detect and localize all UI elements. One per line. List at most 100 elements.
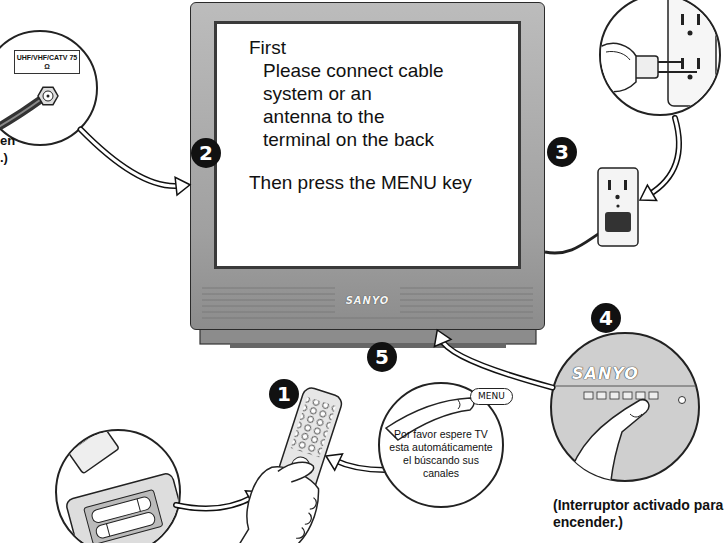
wall-outlet — [624, 180, 627, 190]
tv-grill — [400, 288, 533, 289]
front-panel — [679, 397, 686, 404]
battery-zoom — [95, 511, 156, 539]
pointer-arrow — [176, 497, 253, 509]
tv-stand — [200, 328, 536, 344]
wall-outlet — [616, 204, 619, 207]
pointer-arrow — [335, 460, 385, 470]
battery-zoom — [137, 499, 140, 512]
front-panel — [584, 392, 593, 399]
pointer-arrow — [640, 185, 657, 200]
pressing-finger — [386, 398, 474, 440]
cropped-note: en — [0, 133, 15, 149]
pressing-finger — [386, 398, 474, 440]
coax-connector — [0, 100, 40, 132]
tv-grill — [202, 300, 335, 301]
terminal-label: UHF/VHF/CATV 75 Ω — [14, 50, 80, 74]
plug-zoom — [681, 14, 684, 25]
wait-message: Por favor espere TV esta automáticamente… — [387, 428, 495, 480]
connector-arrow — [434, 330, 552, 388]
power-zoom: SANYO — [550, 332, 700, 482]
circle-outline — [0, 30, 98, 146]
front-panel — [630, 414, 642, 417]
battery-zoom — [106, 524, 109, 537]
brand-logo: SANYO — [191, 295, 544, 306]
coax-connector — [0, 100, 40, 132]
front-panel — [550, 386, 700, 387]
front-panel — [649, 392, 658, 399]
remote-control — [226, 380, 352, 543]
plug-zoom — [658, 61, 681, 63]
arrow-head — [175, 177, 190, 195]
screen-instruction: Then press the MENU key — [249, 171, 518, 194]
wall-outlet — [605, 212, 631, 232]
pointer-arrow — [326, 454, 343, 470]
tv-set: SANYO FirstPlease connect cable system or… — [190, 2, 545, 330]
battery-zoom — [84, 489, 163, 543]
connector-outline — [441, 339, 552, 387]
screen-instruction: Please connect cable system or an antenn… — [263, 59, 445, 151]
battery-zoom — [64, 421, 190, 543]
callout-number: 1 — [269, 379, 299, 409]
cropped-note: .) — [0, 150, 8, 166]
wall-outlet — [598, 168, 638, 246]
callout-number: 3 — [547, 137, 577, 167]
wall-outlet — [598, 168, 638, 246]
plug-zoom — [688, 75, 693, 80]
screen-heading: First — [249, 36, 518, 59]
menu-zoom: MENUPor favor espere TV esta automáticam… — [378, 382, 504, 508]
tv-grill — [202, 312, 335, 313]
battery-zoom — [73, 431, 99, 449]
callout-number: 5 — [367, 342, 397, 372]
tv-grill — [202, 294, 335, 295]
plug-zoom — [681, 58, 684, 69]
brand-logo: SANYO — [572, 364, 639, 384]
circle-outline — [550, 332, 700, 482]
plug-zoom — [606, 51, 630, 60]
callout-number: 4 — [591, 303, 621, 333]
tv-stand — [200, 328, 536, 348]
battery-zoom — [56, 421, 189, 543]
remote-control — [276, 455, 315, 487]
tv-grill — [202, 318, 533, 319]
plug-zoom — [697, 58, 700, 69]
plug-zoom — [668, 0, 716, 106]
pointer-arrow — [176, 497, 253, 509]
tv-grill — [400, 300, 533, 301]
front-panel — [566, 400, 649, 490]
antenna-zoom: UHF/VHF/CATV 75 Ω — [0, 30, 98, 146]
battery-zoom — [64, 421, 120, 474]
pointer-arrow — [335, 460, 385, 470]
plug-zoom — [697, 14, 700, 25]
plug-zoom — [658, 71, 697, 73]
plug-zoom — [586, 84, 600, 118]
tv-grill — [400, 306, 533, 307]
tv-screen: FirstPlease connect cable system or an a… — [214, 21, 521, 269]
front-panel — [597, 392, 606, 399]
front-panel — [610, 392, 619, 399]
tv-grill — [202, 306, 335, 307]
tv-grill — [400, 294, 533, 295]
remote-control — [296, 496, 318, 540]
connector-fill — [81, 129, 180, 186]
battery-zoom — [64, 421, 120, 474]
plug-zoom — [592, 43, 636, 91]
pointer-arrow — [326, 454, 385, 470]
pointer-arrow — [649, 118, 679, 195]
coax-connector — [43, 91, 53, 101]
tv-grill — [202, 288, 533, 318]
circle-outline — [551, 333, 699, 481]
plug-zoom — [586, 0, 720, 118]
front-panel — [550, 386, 700, 490]
coax-connector — [47, 95, 50, 98]
plug-zoom — [586, 0, 716, 118]
front-panel — [636, 392, 645, 399]
plug-zoom — [688, 31, 693, 36]
wall-outlet — [615, 195, 619, 199]
arrow-head — [434, 330, 451, 346]
tv-grill — [400, 312, 533, 313]
pressing-finger — [458, 400, 460, 409]
